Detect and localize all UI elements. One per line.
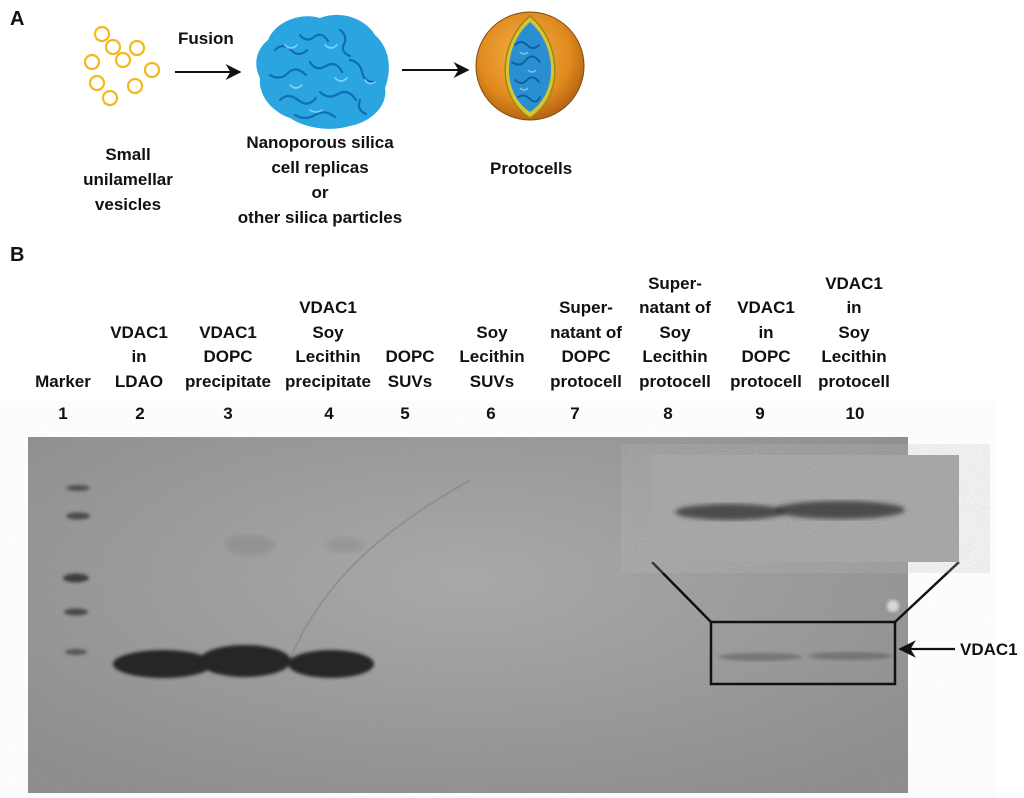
- lane-number-9: 9: [755, 404, 765, 423]
- silica-label: Nanoporous silica cell replicas or other…: [237, 133, 403, 227]
- ladder-band: [65, 649, 87, 655]
- band-lane-3: [199, 645, 291, 677]
- zoom-connector-right: [894, 561, 960, 623]
- ladder-band: [66, 485, 90, 491]
- lane-label-10: VDAC1 in Soy Lecithin protocell: [818, 273, 890, 391]
- vdac1-band-label: VDAC1: [960, 640, 1018, 659]
- ladder-band: [64, 608, 88, 616]
- panel-b-letter: B: [10, 244, 25, 266]
- lane-label-8: Super- natant of Soy Lecithin protocell: [639, 273, 711, 391]
- lane-number-6: 6: [486, 404, 496, 423]
- zoom-connector-left: [651, 561, 712, 623]
- lane-label-2: VDAC1 in LDAO: [110, 322, 168, 391]
- lane-number-4: 4: [324, 404, 334, 423]
- protocell-graphic: [475, 11, 585, 121]
- lane-number-1: 1: [58, 404, 68, 423]
- lane-number-2: 2: [135, 404, 145, 423]
- faint-bands-protocell: [718, 652, 892, 661]
- lane-label-3: VDAC1 DOPC precipitate: [185, 322, 271, 391]
- zoom-region-box: [709, 620, 897, 686]
- zoom-inset: [652, 455, 959, 562]
- vdac1-bands: [113, 645, 374, 678]
- band-lane-4: [288, 650, 374, 678]
- ladder-band: [63, 573, 89, 583]
- lane-label-5: DOPC SUVs: [385, 347, 435, 391]
- lane-label-4: VDAC1 Soy Lecithin precipitate: [285, 298, 371, 391]
- vesicles-label: Small unilamellar vesicles: [83, 145, 173, 214]
- lane-number-7: 7: [570, 404, 580, 423]
- lane-label-1: Marker: [35, 371, 91, 391]
- protocells-label: Protocells: [490, 159, 573, 178]
- marker-ladder: [63, 485, 90, 655]
- lane-number-10: 10: [845, 404, 865, 423]
- band-lane-2: [113, 650, 213, 678]
- lane-label-7: Super- natant of DOPC protocell: [550, 298, 622, 391]
- fusion-label: Fusion: [178, 29, 234, 48]
- lane-number-3: 3: [223, 404, 233, 423]
- lane-label-9: VDAC1 in DOPC protocell: [730, 298, 802, 391]
- lane-number-5: 5: [400, 404, 410, 423]
- lane-label-6: Soy Lecithin SUVs: [459, 322, 525, 391]
- vesicles-graphic: [83, 25, 161, 107]
- silica-replica-graphic: [256, 14, 389, 129]
- panel-a-letter: A: [10, 8, 25, 30]
- lane-number-8: 8: [663, 404, 673, 423]
- ladder-band: [66, 512, 90, 520]
